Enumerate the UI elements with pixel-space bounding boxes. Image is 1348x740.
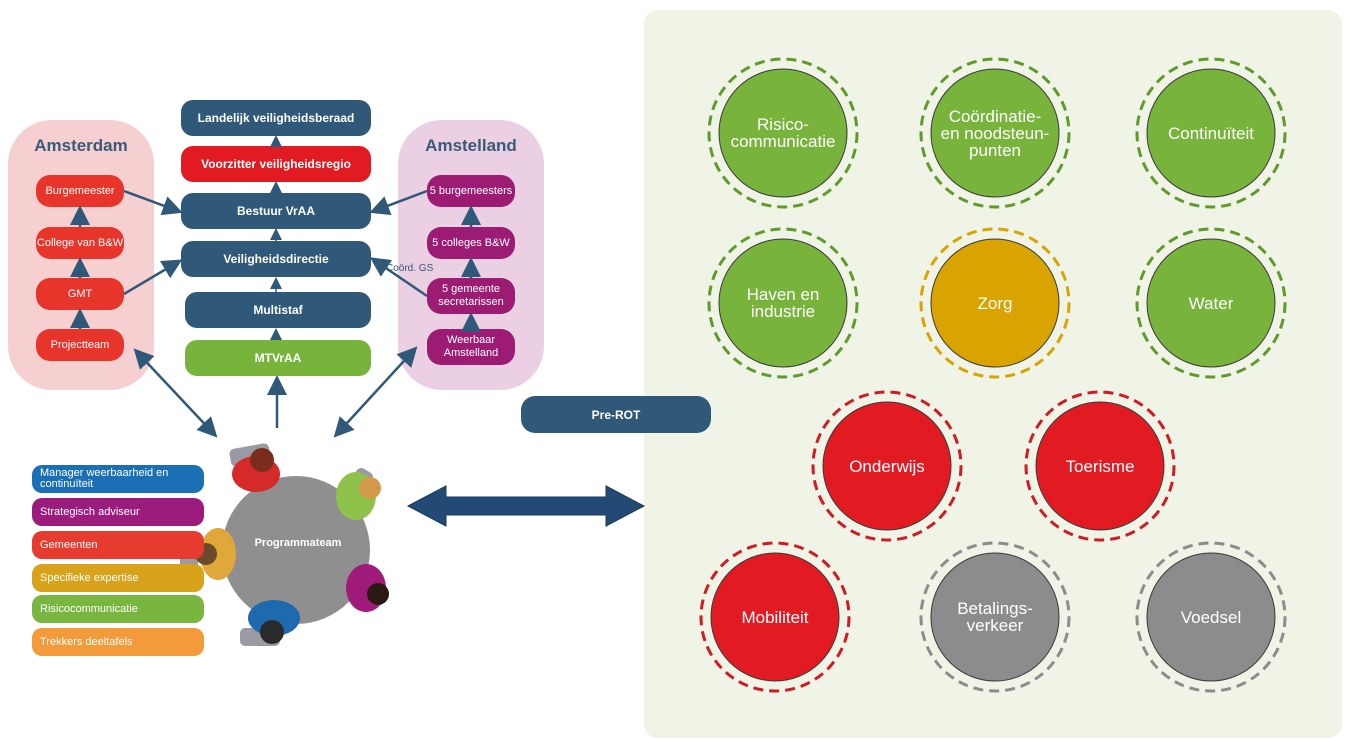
big-double-arrow	[406, 485, 646, 527]
theme-circle-betalingsverkeer	[930, 552, 1060, 682]
amsterdam-title: Amsterdam	[34, 136, 128, 155]
team-illustration: Programmateam	[180, 443, 389, 646]
amsterdam-item-burgemeester[interactable]: Burgemeester	[36, 175, 124, 207]
coord-gs-label: Coörd. GS	[386, 263, 434, 274]
theme-circle-water	[1146, 238, 1276, 368]
theme-circle-toerisme	[1035, 401, 1165, 531]
amstelland-item-burgemeesters[interactable]: 5 burgemeesters	[427, 175, 515, 207]
theme-circle-continuiteit	[1146, 68, 1276, 198]
theme-circle-haven-industrie	[718, 238, 848, 368]
team-arrows	[133, 346, 418, 438]
pre-rot[interactable]: Pre-ROT	[521, 396, 711, 433]
theme-ring-toerisme	[1024, 390, 1176, 542]
side-connectors	[123, 189, 428, 298]
theme-circle-onderwijs	[822, 401, 952, 531]
theme-circle-risicocommunicatie	[718, 68, 848, 198]
theme-ring-betalingsverkeer	[919, 541, 1071, 693]
legend-specific-expertise: Specifieke expertise	[32, 564, 204, 592]
legend-municipalities: Gemeenten	[32, 531, 204, 559]
chair-safety-region[interactable]: Voorzitter veiligheidsregio	[181, 146, 371, 182]
theme-ring-voedsel	[1135, 541, 1287, 693]
legend-strategic-advisor: Strategisch adviseur	[32, 498, 204, 526]
legend-manager: Manager weerbaarheid en continuïteit	[32, 465, 204, 493]
theme-ring-mobiliteit	[699, 541, 851, 693]
board-vraa[interactable]: Bestuur VrAA	[181, 193, 371, 229]
multistaf[interactable]: Multistaf	[185, 292, 371, 328]
theme-ring-water	[1135, 227, 1287, 379]
amstelland-item-colleges[interactable]: 5 colleges B&W	[427, 227, 515, 259]
legend-deeltafels: Trekkers deeltafels	[32, 628, 204, 656]
theme-circle-mobiliteit	[710, 552, 840, 682]
theme-ring-continuiteit	[1135, 57, 1287, 209]
safety-directorate[interactable]: Veiligheidsdirectie	[181, 241, 371, 277]
amsterdam-item-projectteam[interactable]: Projectteam	[36, 329, 124, 361]
team-label: Programmateam	[255, 537, 342, 549]
theme-circle-coordinatie	[930, 68, 1060, 198]
amsterdam-item-gmt[interactable]: GMT	[36, 278, 124, 310]
amstelland-title: Amstelland	[425, 136, 517, 155]
amstelland-item-secretarissen[interactable]: 5 gemeente secretarissen	[427, 278, 515, 314]
amsterdam-item-college[interactable]: College van B&W	[36, 227, 124, 259]
theme-ring-coordinatie	[919, 57, 1071, 209]
theme-ring-onderwijs	[811, 390, 963, 542]
theme-circle-voedsel	[1146, 552, 1276, 682]
legend-risk-communication: Risicocommunicatie	[32, 595, 204, 623]
theme-circle-zorg	[930, 238, 1060, 368]
theme-ring-haven-industrie	[707, 227, 859, 379]
theme-ring-zorg	[919, 227, 1071, 379]
national-board[interactable]: Landelijk veiligheidsberaad	[181, 100, 371, 136]
theme-ring-risicocommunicatie	[707, 57, 859, 209]
amstelland-item-weerbaar[interactable]: Weerbaar Amstelland	[427, 329, 515, 365]
